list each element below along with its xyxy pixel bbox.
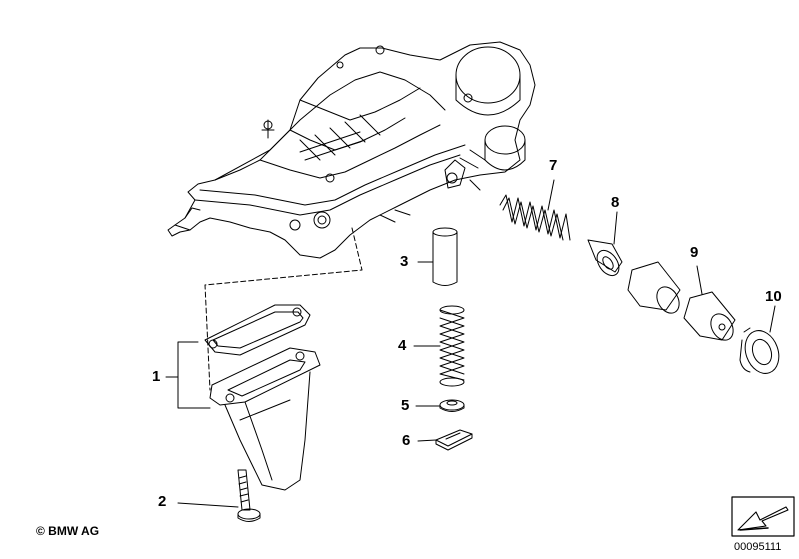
leader-lines <box>165 179 776 508</box>
callout-7: 7 <box>549 157 558 174</box>
oil-pickup-pipe <box>204 304 321 491</box>
oil-pump-housing <box>167 41 536 259</box>
callout-9: 9 <box>690 244 699 261</box>
screw-plug <box>739 327 780 374</box>
sleeve <box>432 227 458 286</box>
callout-2: 2 <box>158 493 167 510</box>
direction-arrow-icon <box>731 496 795 537</box>
spring-vertical <box>439 305 465 387</box>
callout-10: 10 <box>765 288 782 305</box>
control-piston <box>627 261 736 341</box>
copyright-notice: © BMW AG <box>36 524 100 538</box>
spring-horizontal <box>499 194 571 241</box>
callout-3: 3 <box>400 253 409 270</box>
spring-seat <box>439 399 465 412</box>
retainer-clip <box>435 429 473 451</box>
bolt <box>237 469 261 522</box>
callout-6: 6 <box>402 432 411 449</box>
catalog-number: 00095111 <box>734 541 782 553</box>
piston-sleeve <box>587 239 623 277</box>
callout-8: 8 <box>611 194 620 211</box>
callout-1: 1 <box>152 368 161 385</box>
callout-5: 5 <box>401 397 410 414</box>
assembly-guide-line <box>204 227 363 391</box>
callout-4: 4 <box>398 337 407 354</box>
